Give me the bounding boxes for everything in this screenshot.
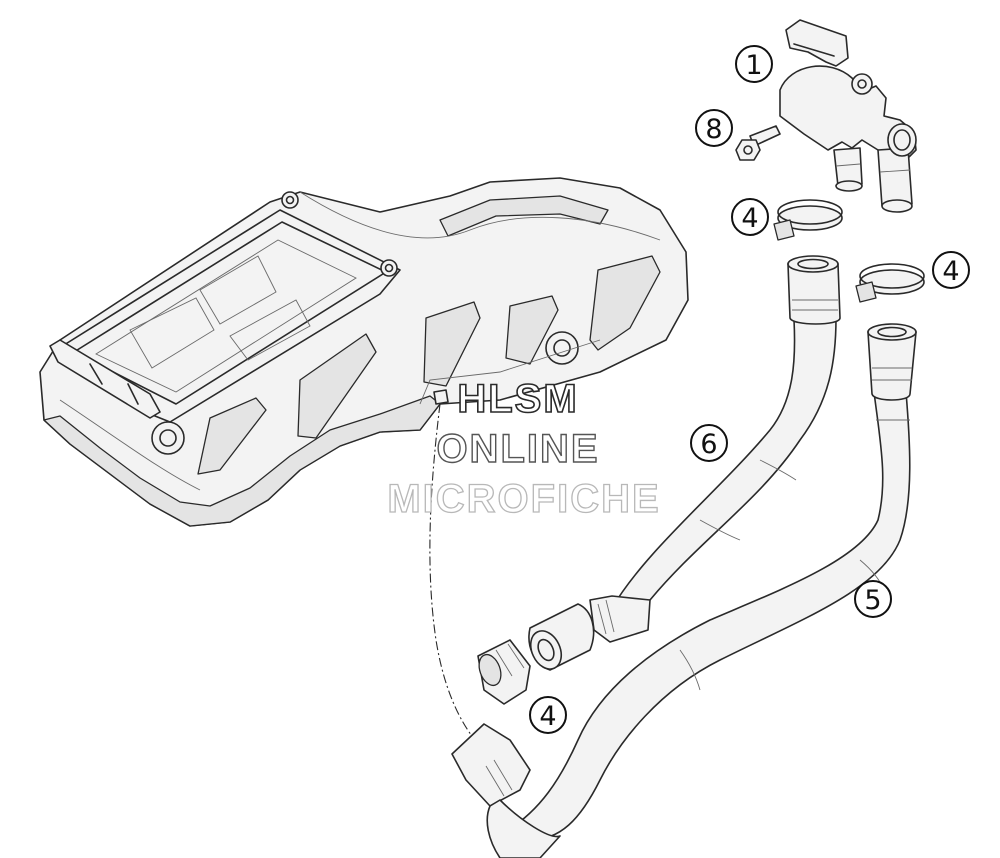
hose-clamp-upper bbox=[773, 199, 843, 241]
hose-6 bbox=[528, 255, 841, 671]
callout-6: 6 bbox=[690, 424, 728, 462]
watermark-line-1: HLSM bbox=[457, 377, 578, 421]
callout-4b: 4 bbox=[932, 251, 970, 289]
fuel-valve bbox=[779, 19, 917, 213]
watermark-line-2: ONLINE bbox=[436, 427, 599, 471]
svg-text:4: 4 bbox=[741, 203, 758, 234]
svg-text:8: 8 bbox=[705, 114, 722, 145]
svg-text:4: 4 bbox=[539, 701, 556, 732]
watermark-line-3: MICROFICHE bbox=[387, 477, 660, 521]
svg-text:4: 4 bbox=[942, 256, 959, 287]
callout-5: 5 bbox=[854, 580, 892, 618]
watermark: HLSM ONLINE MICROFICHE bbox=[387, 376, 660, 521]
callout-1: 1 bbox=[735, 45, 773, 83]
callout-8: 8 bbox=[695, 109, 733, 147]
callout-4c: 4 bbox=[529, 696, 567, 734]
screw bbox=[735, 125, 781, 161]
callout-4a: 4 bbox=[731, 198, 769, 236]
hose-cap bbox=[477, 639, 531, 705]
hose-5 bbox=[451, 323, 917, 858]
hose-clamp-right bbox=[855, 263, 925, 303]
svg-text:5: 5 bbox=[864, 585, 881, 616]
assembly-line bbox=[429, 403, 473, 737]
oil-tank bbox=[39, 177, 689, 527]
svg-text:1: 1 bbox=[745, 50, 762, 81]
svg-text:6: 6 bbox=[700, 429, 717, 460]
